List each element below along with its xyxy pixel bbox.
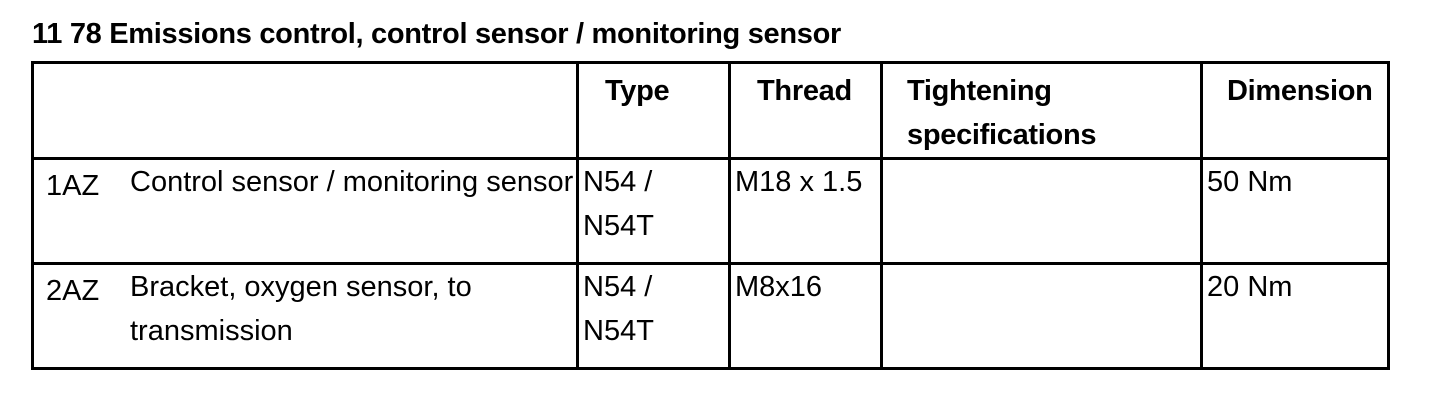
header-tightening: Tightening specifications	[880, 61, 1203, 160]
torque-spec-table: Type Thread Tightening specifications Di…	[31, 61, 1390, 370]
thread-cell: M18 x 1.5	[728, 157, 883, 265]
page-title: 11 78 Emissions control, control sensor …	[32, 18, 841, 50]
description-cell: 1AZ Control sensor / monitoring sensor	[31, 157, 579, 265]
type-cell: N54 / N54T	[576, 157, 731, 265]
item-number: 1AZ	[46, 170, 100, 202]
table-header-row: Type Thread Tightening specifications Di…	[31, 61, 1390, 160]
item-description: Control sensor / monitoring sensor	[130, 166, 574, 198]
header-thread: Thread	[728, 61, 883, 160]
header-dimension: Dimension	[1200, 61, 1390, 160]
header-description	[31, 61, 579, 160]
dimension-cell: 20 Nm	[1200, 262, 1390, 370]
dimension-cell: 50 Nm	[1200, 157, 1390, 265]
type-cell: N54 / N54T	[576, 262, 731, 370]
description-cell: 2AZ Bracket, oxygen sensor, to transmiss…	[31, 262, 579, 370]
table-row: 2AZ Bracket, oxygen sensor, to transmiss…	[31, 262, 1390, 370]
tightening-cell	[880, 262, 1203, 370]
table-row: 1AZ Control sensor / monitoring sensor N…	[31, 157, 1390, 265]
item-description: Bracket, oxygen sensor, to transmission	[130, 271, 472, 347]
tightening-cell	[880, 157, 1203, 265]
item-number: 2AZ	[46, 275, 100, 307]
thread-cell: M8x16	[728, 262, 883, 370]
header-type: Type	[576, 61, 731, 160]
